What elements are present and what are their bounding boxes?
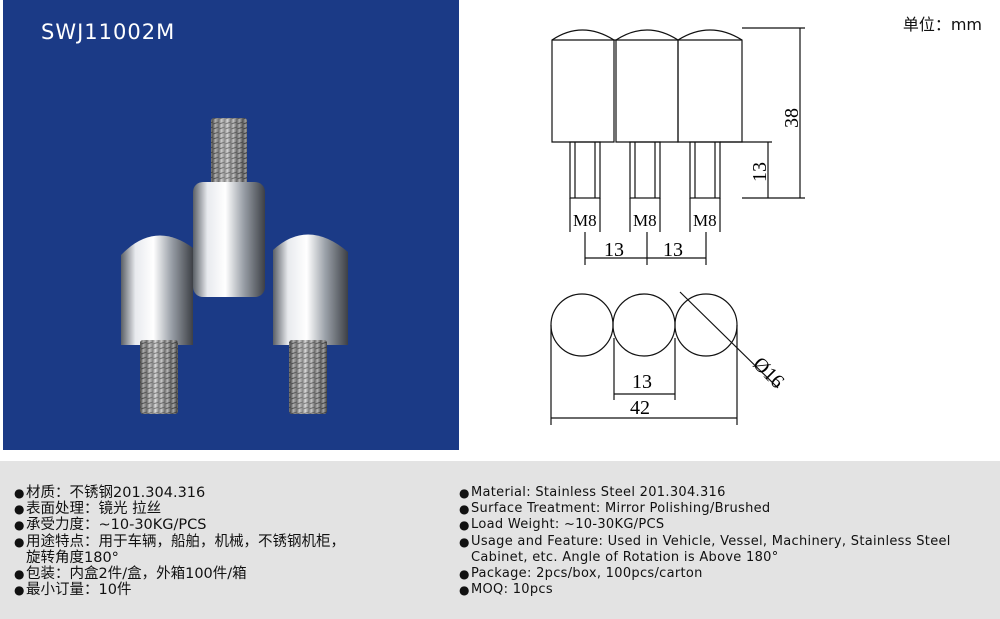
product-photo — [121, 118, 348, 414]
spec-cn-item: ●承受力度：~10-30KG/PCS — [14, 517, 207, 534]
dim-thread-height: 13 — [749, 162, 771, 182]
spec-cn-item: ●包装：内盒2件/盒，外箱100件/箱 — [14, 566, 247, 583]
center-knuckle — [193, 182, 265, 297]
spec-en-item: ●Package: 2pcs/box, 100pcs/carton — [459, 566, 703, 582]
spec-cn-item: ●用途特点：用于车辆，船舶，机械，不锈钢机柜， 旋转角度180° — [14, 533, 345, 566]
specs-english: ●Material: Stainless Steel 201.304.316 ●… — [459, 485, 989, 598]
left-knuckle — [121, 235, 193, 345]
dim-pitch-2: 13 — [663, 239, 683, 261]
right-knuckle — [273, 234, 348, 345]
spec-cn-item: ●最小订量：10件 — [14, 582, 132, 599]
thread-label-3: M8 — [693, 211, 717, 230]
dim-center: 13 — [632, 371, 652, 393]
model-number: SWJ11002M — [41, 20, 176, 44]
product-photo-panel: SWJ11002M — [3, 0, 459, 450]
specs-chinese: ●材质：不锈钢201.304.316 ●表面处理：镜光 拉丝 ●承受力度：~10… — [14, 485, 434, 598]
dim-total-width: 42 — [630, 397, 650, 419]
dim-pitch-1: 13 — [604, 239, 624, 261]
dim-diameter: Ø16 — [748, 353, 788, 393]
technical-drawing: M8 M8 M8 13 13 38 13 13 42 Ø16 — [550, 27, 805, 425]
spec-en-item: ●Usage and Feature: Used in Vehicle, Ves… — [459, 533, 951, 565]
thread-label-2: M8 — [633, 211, 657, 230]
spec-cn-item: ●材质：不锈钢201.304.316 — [14, 485, 206, 501]
unit-label: 单位：mm — [902, 15, 982, 34]
spec-cn-item: ●表面处理：镜光 拉丝 — [14, 501, 162, 518]
spec-panel: ●材质：不锈钢201.304.316 ●表面处理：镜光 拉丝 ●承受力度：~10… — [0, 461, 1000, 619]
spec-en-item: ●MOQ: 10pcs — [459, 582, 553, 598]
thread-label-1: M8 — [573, 211, 597, 230]
spec-en-item: ●Load Weight: ~10-30KG/PCS — [459, 517, 665, 533]
dim-total-height: 38 — [781, 108, 803, 128]
spec-en-item: ●Material: Stainless Steel 201.304.316 — [459, 485, 726, 500]
spec-en-item: ●Surface Treatment: Mirror Polishing/Bru… — [459, 501, 771, 517]
